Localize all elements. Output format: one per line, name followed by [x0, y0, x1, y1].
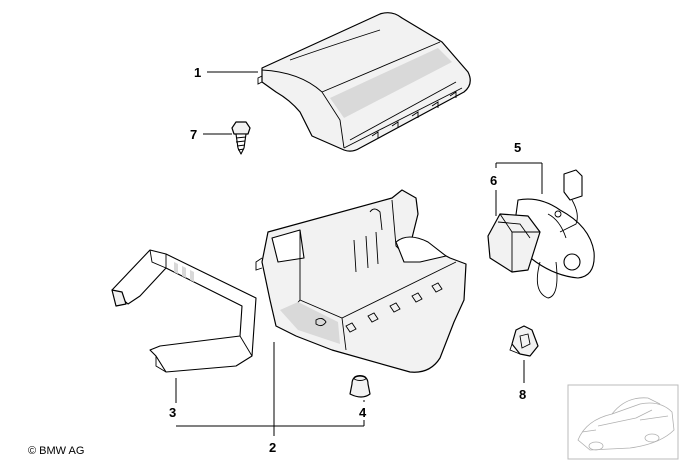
copyright-text: © BMW AG [28, 445, 84, 457]
callout-4: 4 [359, 405, 367, 420]
callout-7: 7 [190, 127, 197, 142]
callout-1: 1 [194, 65, 201, 80]
vehicle-thumbnail [567, 384, 679, 460]
callout-6: 6 [490, 173, 497, 188]
leader-2 [176, 342, 364, 436]
callout-3: 3 [169, 405, 176, 420]
callout-8: 8 [519, 387, 526, 402]
part-5-6-assembly[interactable] [487, 169, 595, 299]
callout-5: 5 [514, 140, 521, 155]
part-3-bracket[interactable] [111, 249, 257, 373]
part-1-cover[interactable] [257, 12, 471, 152]
callout-2: 2 [269, 440, 276, 455]
part-8-clip[interactable] [509, 325, 539, 357]
part-4-grommet[interactable] [349, 375, 371, 398]
part-2-housing[interactable] [255, 189, 467, 373]
leader-5 [495, 162, 543, 194]
part-7-screw[interactable] [231, 121, 251, 155]
